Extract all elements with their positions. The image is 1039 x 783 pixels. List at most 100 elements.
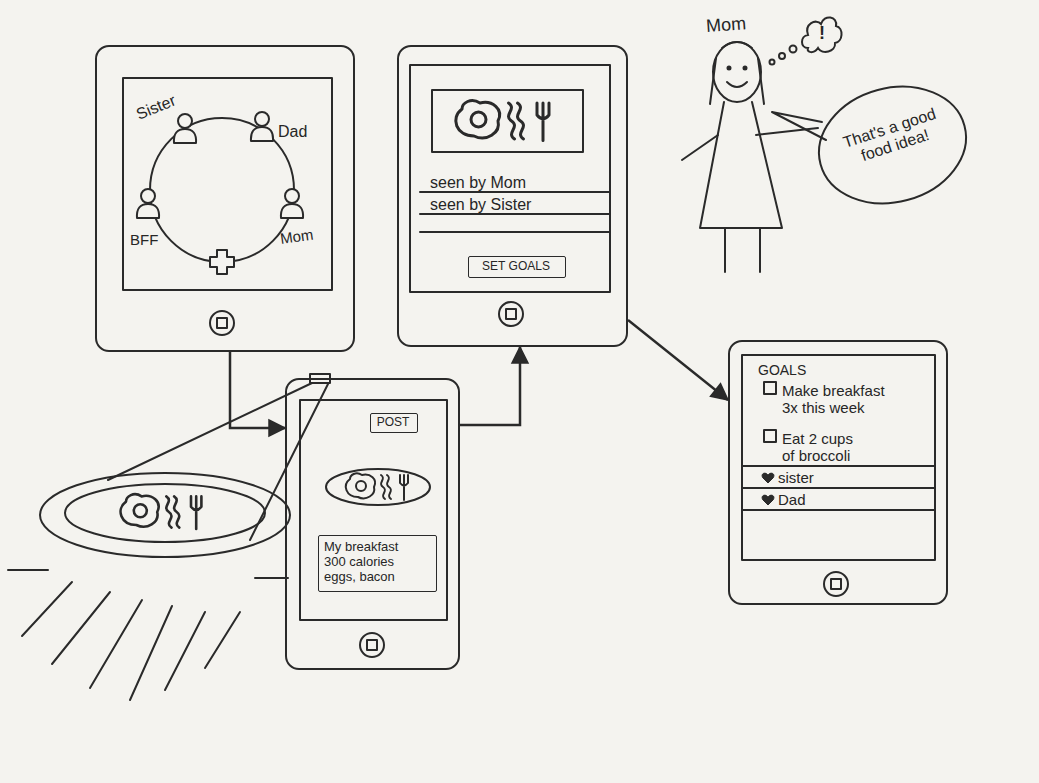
- tablet-screen: [300, 400, 447, 620]
- arrow-head: [711, 384, 728, 400]
- checkbox: [764, 430, 776, 442]
- checkbox: [764, 382, 776, 442]
- button-label: SET GOALS: [469, 260, 563, 274]
- arrow-line: [230, 352, 285, 428]
- thought-dots: [770, 46, 797, 65]
- shared-photo: [432, 90, 583, 152]
- contact-circle: [137, 189, 159, 218]
- row-divider: [742, 465, 935, 467]
- caption-box: My breakfast 300 calories eggs, bacon: [318, 535, 437, 592]
- flow-arrow: [230, 352, 285, 436]
- speech-text: That's a good food idea!: [837, 104, 948, 171]
- goal-item: Eat 2 cups of broccoli: [782, 430, 862, 465]
- home-button: [831, 579, 841, 589]
- exclamation: !: [798, 23, 846, 44]
- add-contact-plus: [210, 250, 234, 274]
- contact-name: Dad: [278, 123, 318, 141]
- shared-photo: [456, 101, 549, 141]
- breakfast-plate: [40, 473, 290, 557]
- contact-name: Mom: [279, 224, 326, 247]
- contact-circle: [281, 189, 303, 218]
- button: SET GOALS: [468, 256, 566, 278]
- tablet-screen: SisterDadBFF Mom: [95, 45, 355, 352]
- arrow-line: [628, 320, 728, 400]
- contact-circle: [150, 118, 294, 262]
- supporter-name: sister: [778, 469, 898, 486]
- mom-figure: [682, 128, 818, 160]
- row-divider: [742, 466, 935, 510]
- mom-figure: [682, 42, 818, 272]
- shared-photo: [432, 90, 583, 152]
- breakfast-plate: [65, 484, 265, 542]
- camera-view-line: [108, 383, 328, 540]
- tablet-screen: [742, 355, 935, 560]
- mom-figure: [728, 67, 731, 70]
- table-hatching: [22, 582, 72, 636]
- home-button: [824, 572, 848, 596]
- tablet-screen: [123, 78, 332, 290]
- thought-bubble: !: [798, 10, 846, 58]
- camera-view-line: [250, 384, 328, 540]
- mom-figure: [722, 42, 752, 48]
- home-button: [360, 633, 384, 657]
- table-hatching: [130, 606, 172, 700]
- breakfast-plate: [40, 473, 290, 557]
- goal-item: Make breakfast 3x this week: [782, 382, 897, 417]
- posted-photo: [326, 469, 430, 505]
- contact-name: Sister: [134, 84, 197, 124]
- camera-view-line: [108, 383, 312, 480]
- table-hatching: [255, 577, 288, 579]
- mom-figure: [744, 67, 747, 70]
- seen-by-row: seen by Mom: [430, 174, 610, 192]
- heart-icon: [762, 473, 774, 505]
- contact-name: BFF: [130, 231, 170, 248]
- table-hatching: [8, 570, 288, 700]
- thought-dots: [790, 46, 797, 53]
- home-button: [210, 311, 234, 335]
- flow-arrow: [460, 347, 528, 425]
- row-divider: [742, 509, 935, 511]
- thought-dots: [770, 60, 775, 65]
- arrow-head: [269, 420, 285, 436]
- mom-figure: [700, 102, 782, 228]
- tablet-screen: POST My breakfast 300 calories eggs, baco…: [285, 378, 460, 670]
- contact-circle: [251, 112, 273, 141]
- tablet-screen: GOALS Make breakfast 3x this weekEat 2 cu…: [728, 340, 948, 605]
- posted-photo: [326, 469, 430, 505]
- seen-by-row: seen by Sister: [430, 196, 610, 214]
- home-button: [367, 640, 377, 650]
- table-hatching: [90, 600, 142, 688]
- mom-figure: [713, 42, 761, 102]
- home-button: [217, 318, 227, 328]
- contact-circle: [174, 114, 196, 143]
- checkbox: [764, 382, 776, 394]
- arrow-head: [512, 347, 528, 363]
- table-hatching: [165, 612, 205, 690]
- table-hatching: [205, 612, 240, 668]
- mom-figure: [710, 58, 764, 104]
- row-divider: [420, 192, 610, 232]
- tablet-screen: [123, 65, 935, 620]
- table-hatching: [8, 569, 48, 571]
- mom-figure: [725, 228, 760, 272]
- row-divider: [420, 191, 610, 193]
- button-label: POST: [371, 416, 415, 430]
- goals-heading: GOALS: [758, 362, 838, 378]
- home-button: [499, 302, 523, 326]
- home-button: [506, 309, 516, 319]
- flow-arrow: [628, 320, 728, 400]
- row-divider: [420, 231, 610, 233]
- heart-icon: [762, 473, 774, 483]
- speech-bubble: That's a good food idea!: [815, 85, 970, 205]
- row-divider: [420, 213, 610, 215]
- tablet-screen: seen by Mom seen by SisterSET GOALS: [397, 45, 628, 347]
- mom-figure: [727, 82, 747, 87]
- tablet-screen: [410, 65, 610, 292]
- posted-photo: [346, 473, 408, 500]
- figure-name: Mom: [705, 12, 766, 37]
- arrow-line: [460, 347, 520, 425]
- table-hatching: [52, 592, 110, 664]
- button: POST: [370, 413, 418, 433]
- thought-dots: [779, 53, 785, 59]
